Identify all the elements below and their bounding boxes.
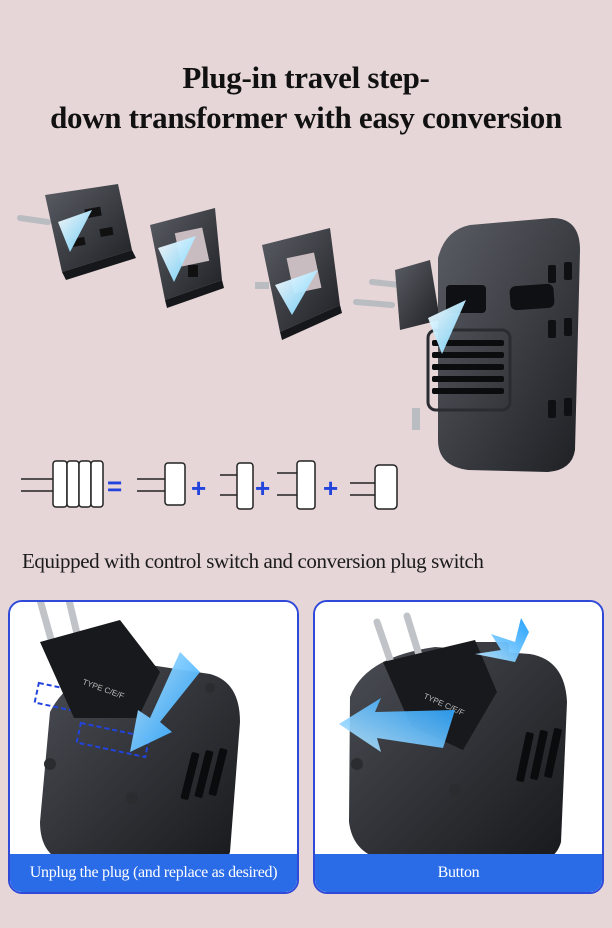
adapter-au-icon [150, 208, 224, 308]
card-caption-button: Button [315, 854, 602, 892]
feature-subtitle: Equipped with control switch and convers… [22, 549, 484, 573]
arrow-icon [339, 698, 455, 752]
plus-sign-2: + [255, 473, 270, 503]
product-hero-image [17, 184, 580, 472]
converter-body-icon [412, 218, 580, 472]
unplug-illustration: TYPE C/E/F [10, 602, 297, 892]
adapter-equation: = + + + [21, 460, 398, 510]
equals-sign: = [107, 471, 122, 501]
title-line-2: down transformer with easy conversion [50, 100, 562, 135]
plus-sign-1: + [191, 473, 206, 503]
page-title: Plug-in travel step- down transformer wi… [0, 58, 612, 138]
arrow-icon [475, 618, 529, 662]
adapter-uk-icon [255, 228, 342, 340]
card-unplug: TYPE C/E/F Unplug the plug (and replace … [8, 600, 299, 894]
button-illustration: TYPE C/E/F [315, 602, 602, 892]
adapter-eu-icon [353, 260, 440, 330]
arrow-icon [130, 652, 200, 752]
title-line-1: Plug-in travel step- [182, 60, 430, 95]
card-caption-unplug: Unplug the plug (and replace as desired) [10, 854, 297, 892]
card-button: TYPE C/E/F Button [313, 600, 604, 894]
adapter-universal-icon [17, 184, 136, 280]
plus-sign-3: + [323, 473, 338, 503]
